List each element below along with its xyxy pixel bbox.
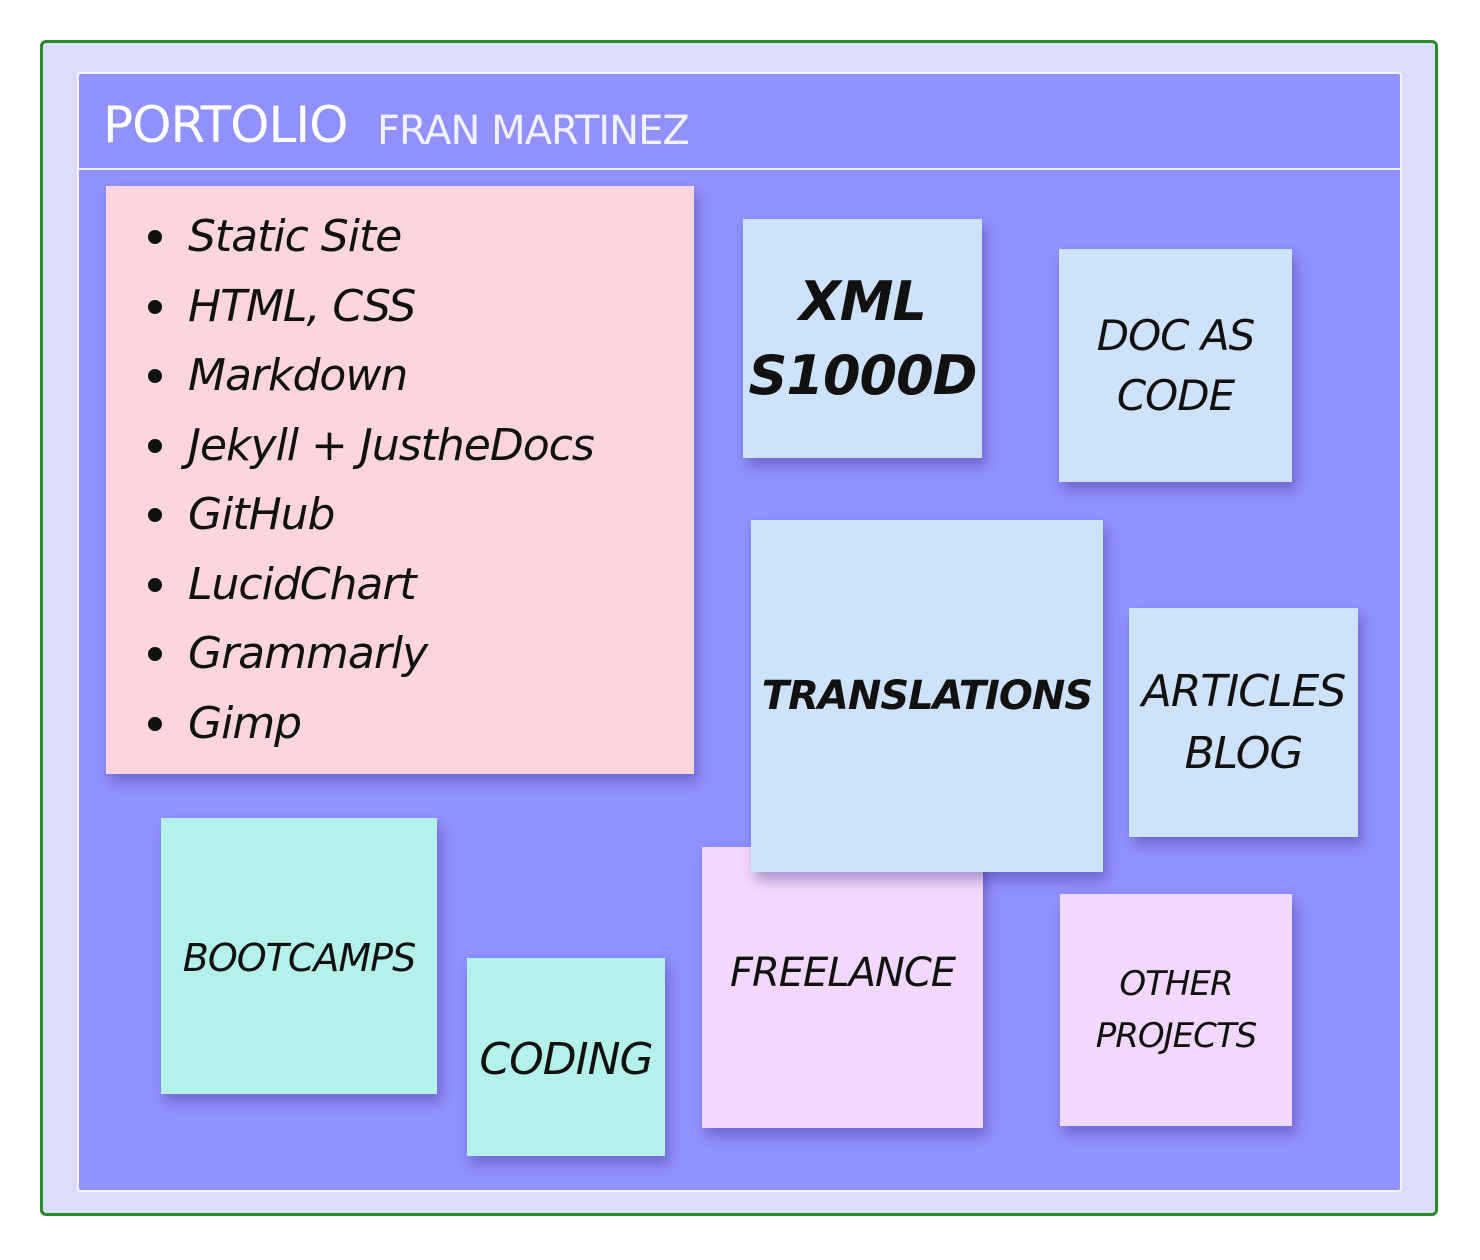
doc-as-code-label: DOC AS CODE (1096, 310, 1255, 420)
freelance-note[interactable]: FREELANCE (702, 847, 983, 1128)
xml-s1000d-note[interactable]: XML S1000D (743, 219, 982, 458)
page-title: PORTOLIO (103, 96, 348, 154)
articles-blog-note[interactable]: ARTICLES BLOG (1129, 608, 1358, 837)
skill-label: Jekyll + JustheDocs (188, 419, 595, 471)
skill-item: Gimp (146, 689, 694, 759)
skill-item: Jekyll + JustheDocs (146, 411, 694, 481)
bullet-icon (148, 438, 162, 453)
bootcamps-label: BOOTCAMPS (182, 936, 416, 980)
skill-label: Grammarly (188, 628, 428, 679)
skills-note: Static Site HTML, CSS Markdown Jekyll + … (106, 186, 694, 774)
bullet-icon (148, 508, 162, 522)
freelance-label: FREELANCE (729, 949, 956, 996)
bullet-icon (148, 369, 162, 383)
skill-label: Static Site (188, 211, 402, 262)
xml-s1000d-label: XML S1000D (748, 269, 977, 407)
coding-label: CODING (479, 1033, 653, 1085)
skill-label: Gimp (188, 697, 302, 749)
coding-note[interactable]: CODING (467, 958, 665, 1156)
bullet-icon (148, 299, 162, 314)
doc-as-code-note[interactable]: DOC AS CODE (1059, 249, 1292, 482)
other-projects-label: OTHER PROJECTS (1095, 964, 1257, 1056)
translations-label: TRANSLATIONS (761, 673, 1093, 719)
translations-note[interactable]: TRANSLATIONS (751, 520, 1103, 872)
skill-label: Markdown (188, 350, 408, 401)
articles-blog-label: ARTICLES BLOG (1141, 665, 1346, 779)
board-header: PORTOLIO FRAN MARTINEZ (79, 74, 1400, 170)
skill-label: GitHub (188, 489, 335, 540)
skill-item: LucidChart (146, 550, 694, 620)
skill-label: LucidChart (188, 558, 417, 610)
bullet-icon (148, 647, 162, 661)
bullet-icon (148, 577, 162, 592)
skill-item: Grammarly (146, 619, 694, 689)
skills-list: Static Site HTML, CSS Markdown Jekyll + … (106, 186, 694, 758)
author-name: FRAN MARTINEZ (377, 108, 690, 154)
bullet-icon (148, 716, 162, 731)
skill-item: HTML, CSS (146, 272, 694, 342)
skill-item: GitHub (146, 480, 694, 550)
bullet-icon (148, 230, 162, 244)
skill-item: Markdown (146, 341, 694, 411)
bootcamps-note[interactable]: BOOTCAMPS (161, 818, 437, 1094)
skill-item: Static Site (146, 202, 694, 272)
skill-label: HTML, CSS (188, 280, 416, 332)
other-projects-note[interactable]: OTHER PROJECTS (1060, 894, 1292, 1126)
